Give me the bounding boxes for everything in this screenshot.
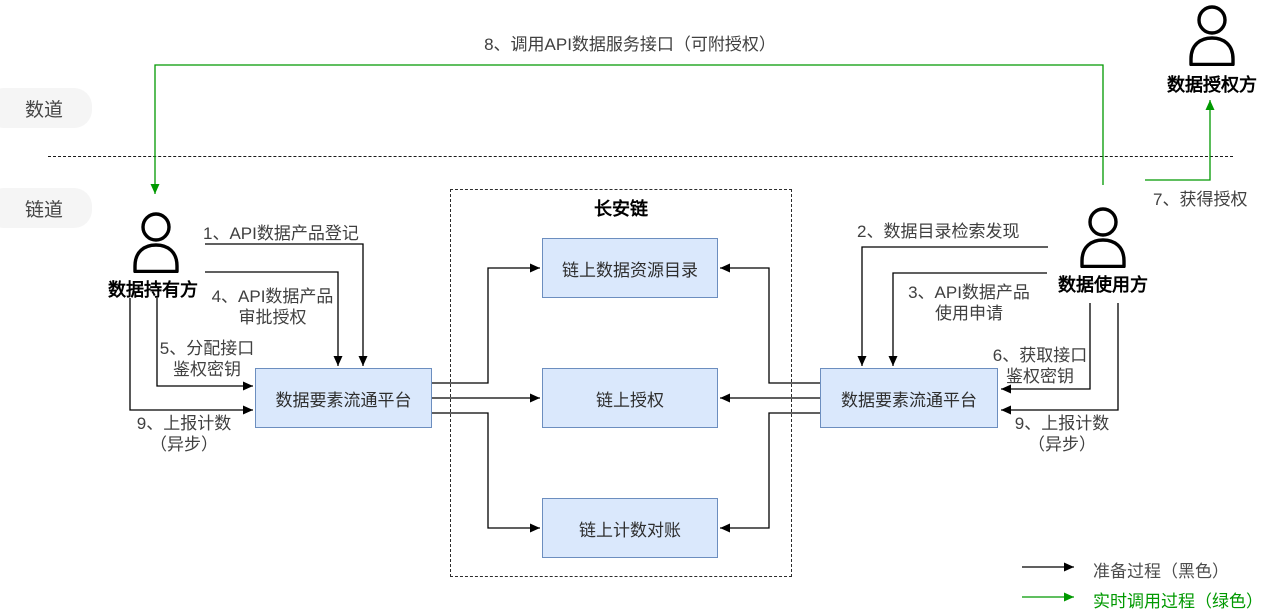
edge-label-7: 7、获得授权 [1153,190,1248,209]
data-authorizer-actor [1187,4,1237,71]
node-right-platform: 数据要素流通平台 [820,368,998,428]
legend-prepare-label: 准备过程（黑色） [1093,562,1229,581]
node-chain-counting-label: 链上计数对账 [579,520,681,540]
edge-label-3-line2: 使用申请 [935,304,1003,323]
node-chain-auth-label: 链上授权 [596,390,664,410]
edge-label-9-right-line2: （异步） [1028,435,1096,454]
lane-pill-chain: 链道 [0,188,92,228]
edge-label-1: 1、API数据产品登记 [203,224,359,243]
edge-label-4-line2: 审批授权 [238,308,307,327]
edge-label-9-right-line1: 9、上报计数 [1014,414,1110,433]
node-chain-catalog-label: 链上数据资源目录 [562,260,698,280]
edge-label-9-left-line2: （异步） [150,435,218,454]
node-left-platform-label: 数据要素流通平台 [275,390,412,410]
edge-label-6-line2: 鉴权密钥 [1006,367,1074,386]
chain-container-title: 长安链 [594,199,648,219]
lane-separator-dashed-line [48,156,1233,157]
node-left-platform: 数据要素流通平台 [255,368,432,428]
data-consumer-label: 数据使用方 [1058,275,1148,295]
edge-7-get-auth [1145,100,1215,181]
edge-label-8: 8、调用API数据服务接口（可附授权） [484,35,776,54]
edge-label-9-left: 9、上报计数 （异步） [122,413,246,455]
edge-label-6: 6、获取接口 鉴权密钥 [984,345,1096,387]
edge-8-call-api [150,64,1104,194]
edge-label-5-line2: 鉴权密钥 [173,360,241,379]
edge-label-2: 2、数据目录检索发现 [857,222,1020,241]
edge-label-4-line1: 4、API数据产品 [211,287,334,306]
user-icon [133,212,179,274]
legend-realtime-label: 实时调用过程（绿色） [1093,592,1263,611]
lane-label-chain: 链道 [24,199,63,221]
edge-label-4: 4、API数据产品 审批授权 [205,286,340,328]
data-consumer-actor [1078,206,1128,273]
edge-label-9-left-line1: 9、上报计数 [136,414,232,433]
data-authorizer-label: 数据授权方 [1167,75,1257,95]
edge-label-9-right: 9、上报计数 （异步） [1000,413,1124,455]
edge-label-5-line1: 5、分配接口 [159,339,255,358]
node-chain-counting: 链上计数对账 [542,498,718,558]
node-chain-auth: 链上授权 [542,368,718,428]
data-holder-actor [131,211,181,278]
edge-label-6-line1: 6、获取接口 [992,346,1088,365]
edge-label-5: 5、分配接口 鉴权密钥 [148,338,266,380]
lane-label-data: 数道 [24,99,63,121]
user-icon [1080,207,1126,269]
user-icon [1189,5,1235,67]
edge-label-3: 3、API数据产品 使用申请 [896,282,1042,324]
edge-label-3-line1: 3、API数据产品 [908,283,1030,302]
node-chain-catalog: 链上数据资源目录 [542,238,718,298]
lane-pill-data: 数道 [0,88,92,128]
data-holder-label: 数据持有方 [108,280,198,300]
node-right-platform-label: 数据要素流通平台 [841,390,977,410]
